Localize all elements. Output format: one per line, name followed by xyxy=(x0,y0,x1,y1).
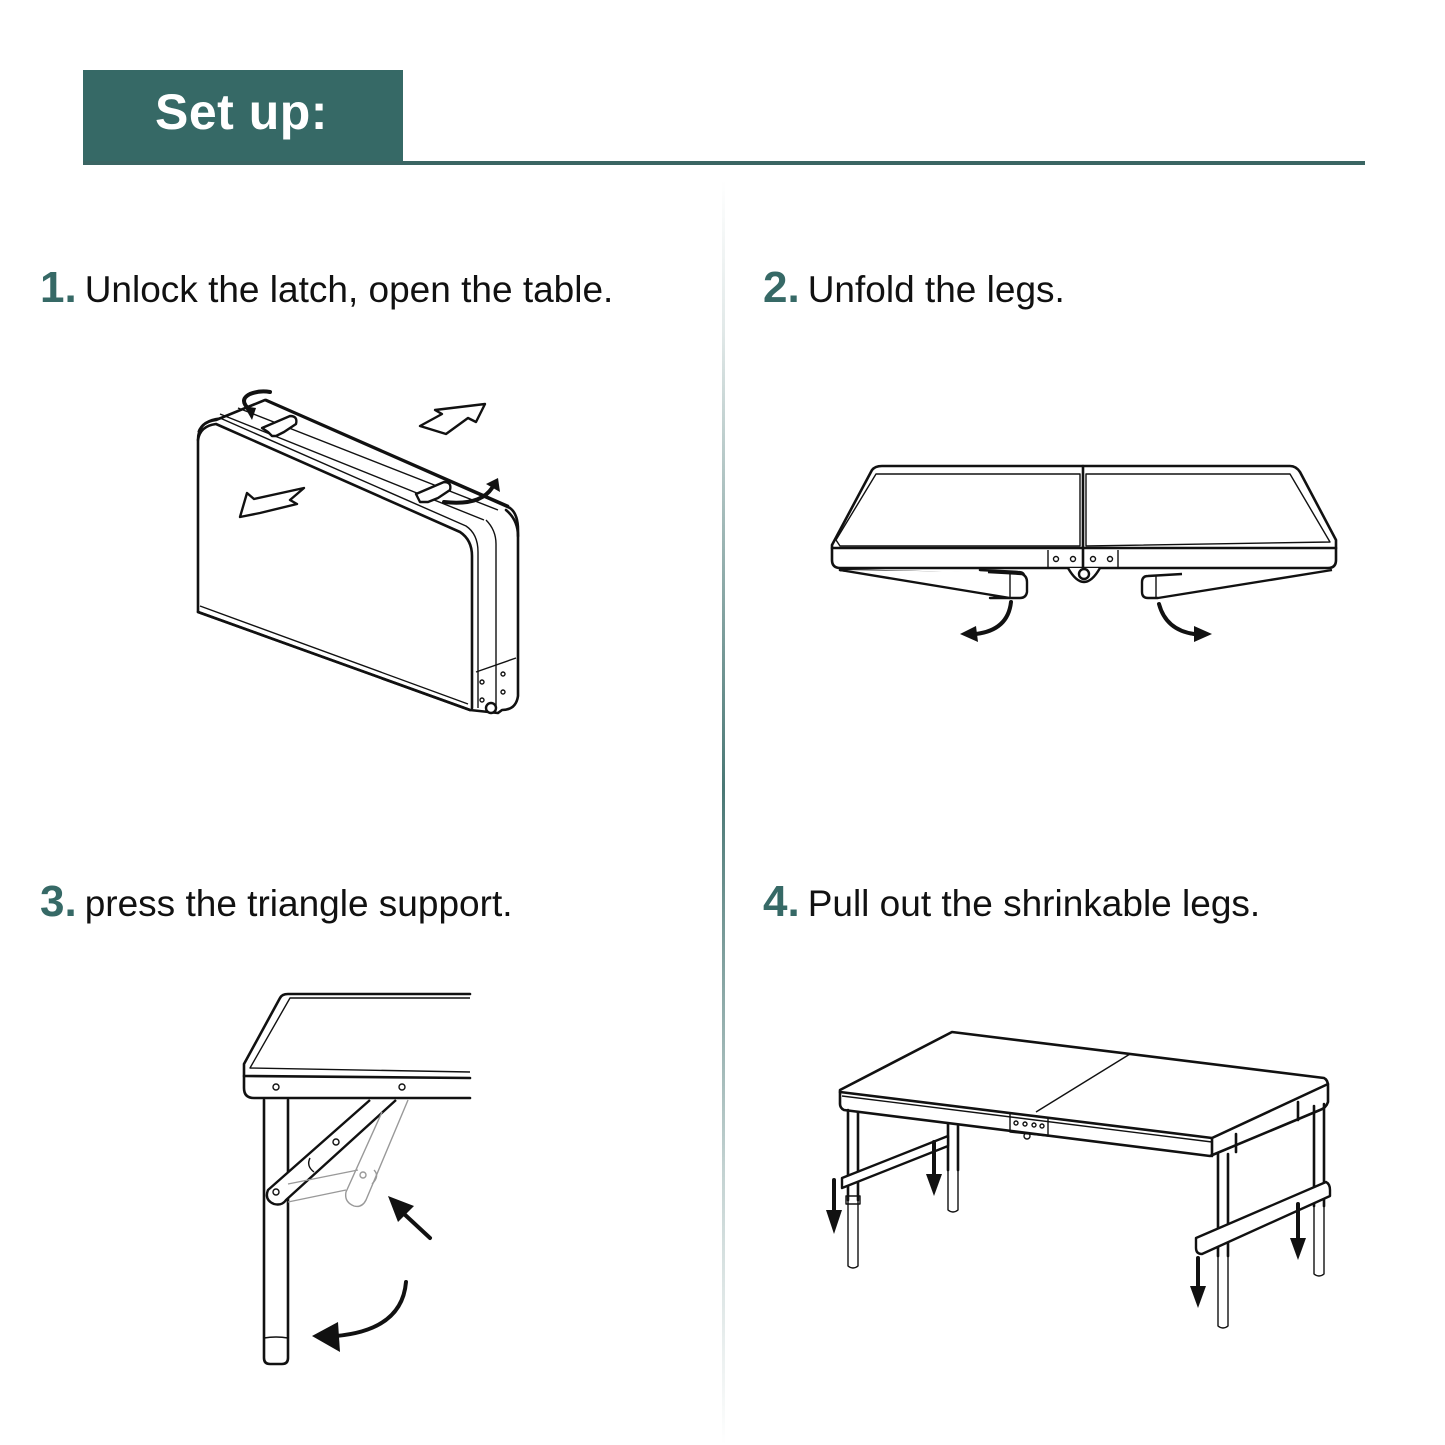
triangle-support-illustration xyxy=(230,980,490,1370)
column-divider xyxy=(722,180,725,1445)
step-1-heading: 1.Unlock the latch, open the table. xyxy=(40,266,613,312)
step-3-heading: 3.press the triangle support. xyxy=(40,880,513,926)
unfold-legs-illustration xyxy=(820,450,1350,650)
page-title: Set up: xyxy=(155,84,328,140)
step-number: 3. xyxy=(40,877,77,926)
step-4-heading: 4.Pull out the shrinkable legs. xyxy=(763,880,1260,926)
step-2-heading: 2.Unfold the legs. xyxy=(763,266,1065,312)
step-number: 4. xyxy=(763,877,800,926)
step-instruction: Unfold the legs. xyxy=(807,269,1065,310)
step-instruction: Pull out the shrinkable legs. xyxy=(807,883,1261,924)
folded-table-latch-illustration xyxy=(180,380,540,730)
header-underline xyxy=(83,161,1365,165)
extend-legs-illustration xyxy=(820,1020,1360,1340)
step-instruction: Unlock the latch, open the table. xyxy=(84,269,614,310)
step-instruction: press the triangle support. xyxy=(84,883,513,924)
header-banner xyxy=(83,70,403,164)
step-number: 1. xyxy=(40,263,77,312)
step-number: 2. xyxy=(763,263,800,312)
